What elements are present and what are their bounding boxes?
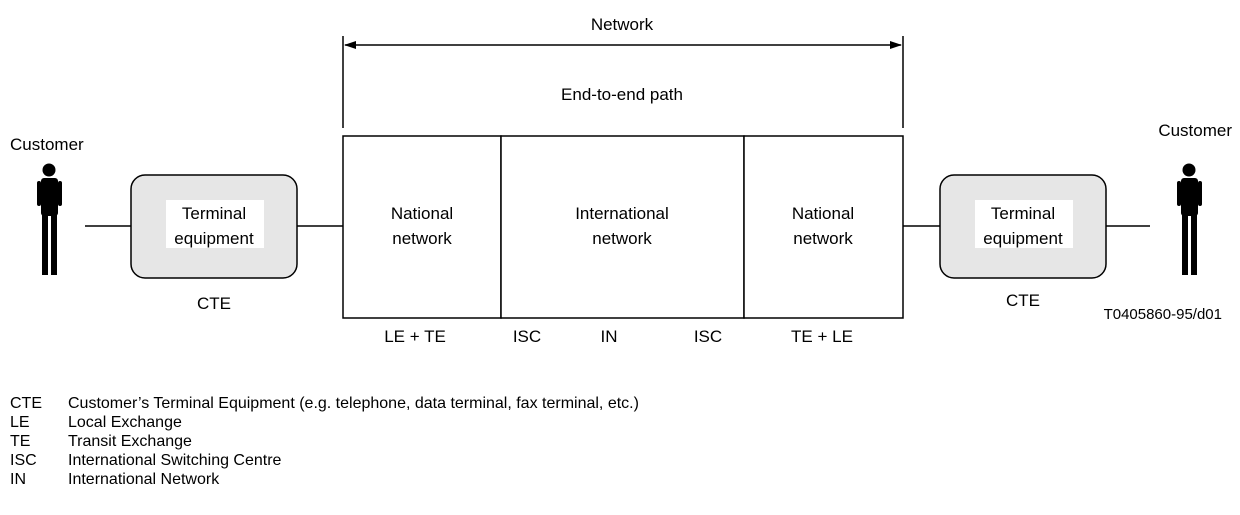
- customer-left-label: Customer: [10, 135, 84, 154]
- figure-id: T0405860-95/d01: [1104, 306, 1222, 323]
- terminal-right-line1: Terminal: [991, 204, 1055, 223]
- national-left-line2: network: [392, 229, 452, 248]
- le-te-label: LE + TE: [384, 327, 446, 346]
- national-network-left-box: [342, 135, 502, 319]
- legend-abbr: TE: [10, 433, 31, 450]
- legend-row: LE Local Exchange: [10, 413, 639, 432]
- legend-abbr: ISC: [10, 452, 37, 469]
- legend-text: International Switching Centre: [68, 452, 282, 469]
- legend-row: ISC International Switching Centre: [10, 451, 639, 470]
- legend-row: IN International Network: [10, 470, 639, 489]
- cte-left-label: CTE: [197, 294, 231, 313]
- person-icon: [37, 163, 62, 275]
- cte-right-label: CTE: [1006, 291, 1040, 310]
- legend-text: Transit Exchange: [68, 433, 192, 450]
- isc-right-label: ISC: [694, 327, 722, 346]
- national-right-line1: National: [792, 204, 854, 223]
- terminal-right-line2: equipment: [983, 229, 1063, 248]
- national-left-line1: National: [391, 204, 453, 223]
- legend-row: CTE Customer’s Terminal Equipment (e.g. …: [10, 394, 639, 413]
- international-line2: network: [592, 229, 652, 248]
- legend-abbr: LE: [10, 414, 30, 431]
- in-label: IN: [601, 327, 618, 346]
- international-line1: International: [575, 204, 669, 223]
- terminal-label-bg-left: [166, 200, 264, 248]
- isc-left-label: ISC: [513, 327, 541, 346]
- legend-row: TE Transit Exchange: [10, 432, 639, 451]
- national-network-right-box: [743, 135, 904, 319]
- te-le-label: TE + LE: [791, 327, 853, 346]
- international-network-box: [500, 135, 745, 319]
- legend-abbr: CTE: [10, 395, 42, 412]
- legend-text: International Network: [68, 471, 220, 488]
- customer-right-label: Customer: [1158, 121, 1232, 140]
- legend: CTE Customer’s Terminal Equipment (e.g. …: [10, 394, 639, 489]
- terminal-left-line2: equipment: [174, 229, 254, 248]
- legend-text: Customer’s Terminal Equipment (e.g. tele…: [68, 395, 639, 412]
- terminal-left-line1: Terminal: [182, 204, 246, 223]
- legend-text: Local Exchange: [68, 414, 182, 431]
- network-title: Network: [591, 15, 654, 34]
- terminal-label-bg-right: [975, 200, 1073, 248]
- end-to-end-path-label: End-to-end path: [561, 85, 683, 104]
- legend-abbr: IN: [10, 471, 26, 488]
- person-icon: [1177, 163, 1202, 275]
- national-right-line2: network: [793, 229, 853, 248]
